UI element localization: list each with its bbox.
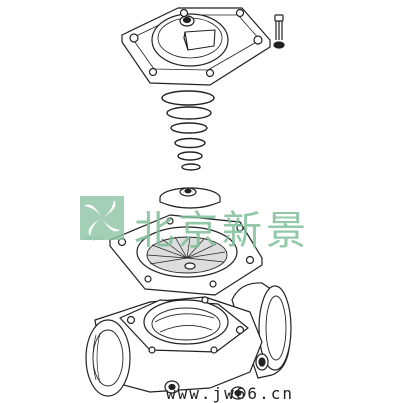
valve-body <box>85 282 292 400</box>
valve-spring <box>161 90 215 171</box>
diaphragm-assembly <box>109 214 263 296</box>
valve-cover <box>121 7 271 86</box>
watermark-subtitle: XIN JING <box>83 236 104 242</box>
spring-seat-disc <box>159 187 221 209</box>
watermark-logo-icon <box>80 196 124 240</box>
watermark-text: 北京新景 <box>134 208 310 254</box>
cover-bolt <box>273 14 285 49</box>
watermark-url: www.jw66.cn <box>166 384 294 403</box>
